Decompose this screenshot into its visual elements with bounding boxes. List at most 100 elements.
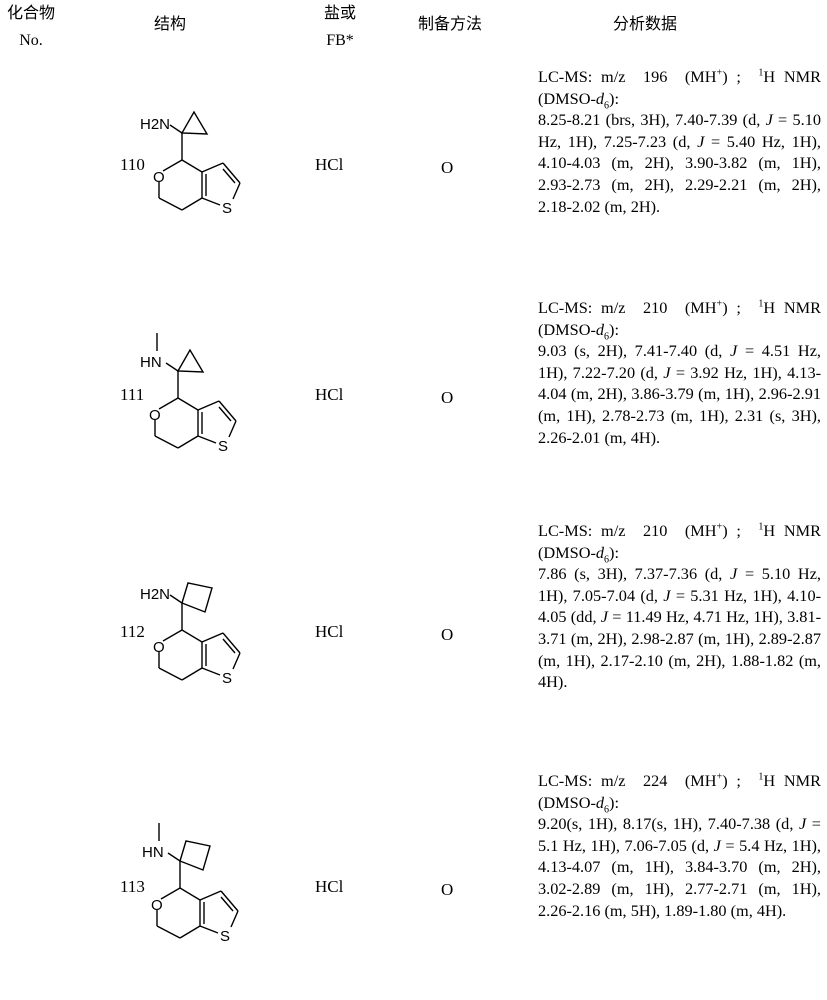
- solvent-d: d: [596, 320, 604, 339]
- bond: [163, 630, 182, 641]
- nmr-peaks: 9.03 (s, 2H), 7.41-7.40 (d, J = 4.51 Hz,…: [538, 340, 821, 448]
- bond: [159, 198, 182, 210]
- amino-group: H2N: [140, 586, 170, 603]
- bond: [182, 160, 202, 172]
- solvent-d: d: [596, 543, 604, 562]
- bond: [168, 853, 180, 861]
- bond: [178, 436, 198, 448]
- mh-label: (MH: [667, 771, 716, 790]
- methylamino-group: HN: [140, 354, 162, 371]
- mh-label: (MH: [667, 521, 716, 540]
- bond: [180, 926, 200, 938]
- header-text: FB*: [315, 27, 365, 54]
- lcms-label: LC-MS: m/z: [538, 521, 643, 540]
- sulfur-atom: S: [218, 438, 228, 455]
- cyclopropane-ring: [182, 112, 207, 134]
- nmr-peaks: 7.86 (s, 3H), 7.37-7.36 (d, J = 5.10 Hz,…: [538, 563, 821, 693]
- bond: [202, 668, 220, 675]
- separator: ) ;: [722, 298, 758, 317]
- bond: [182, 198, 202, 210]
- bond: [182, 630, 202, 642]
- chemical-structure: O S HN: [128, 331, 278, 461]
- bond: [163, 160, 182, 171]
- bond: [155, 436, 178, 448]
- bond: [161, 888, 180, 899]
- separator: ) ;: [722, 67, 758, 86]
- bond: [170, 125, 182, 133]
- bond: [198, 401, 219, 410]
- oxygen-atom: O: [153, 169, 165, 186]
- header-text: 化合物: [0, 0, 62, 27]
- bond: [233, 183, 240, 199]
- bond: [231, 911, 238, 927]
- lcms-line: LC-MS: m/z 224 (MH+) ; 1H NMR (DMSO-d6):: [538, 771, 821, 812]
- bond: [200, 926, 218, 933]
- header-text: No.: [0, 27, 62, 54]
- bond: [233, 653, 240, 669]
- bond: [159, 398, 178, 409]
- header-compound-no: 化合物 No.: [0, 0, 62, 54]
- bond: [178, 398, 198, 410]
- lcms-label: LC-MS: m/z: [538, 771, 643, 790]
- lcms-line: LC-MS: m/z 210 (MH+) ; 1H NMR (DMSO-d6):: [538, 298, 821, 339]
- header-text: 盐或: [315, 0, 365, 27]
- salt-form: HCl: [315, 877, 343, 897]
- mz-value: 196: [643, 67, 667, 86]
- bond: [166, 363, 178, 371]
- cyclopropane-ring: [178, 350, 203, 372]
- oxygen-atom: O: [149, 407, 161, 424]
- separator: ) ;: [722, 521, 758, 540]
- preparation-method: O: [441, 880, 453, 900]
- solvent-d: d: [596, 89, 604, 108]
- cyclobutane-ring: [180, 841, 210, 870]
- lcms-line: LC-MS: m/z 210 (MH+) ; 1H NMR (DMSO-d6):: [538, 521, 821, 562]
- sulfur-atom: S: [220, 928, 230, 945]
- preparation-method: O: [441, 388, 453, 408]
- preparation-method: O: [441, 158, 453, 178]
- methylamino-group: HN: [142, 844, 164, 861]
- lcms-label: LC-MS: m/z: [538, 298, 643, 317]
- mh-label: (MH: [667, 67, 716, 86]
- sulfur-atom: S: [222, 200, 232, 217]
- salt-form: HCl: [315, 385, 343, 405]
- header-salt: 盐或 FB*: [315, 0, 365, 54]
- bond: [180, 888, 200, 900]
- header-analysis: 分析数据: [590, 11, 700, 38]
- sulfur-atom: S: [222, 670, 232, 687]
- salt-form: HCl: [315, 155, 343, 175]
- mz-value: 210: [643, 298, 667, 317]
- separator: ) ;: [722, 771, 758, 790]
- analysis-data: LC-MS: m/z 210 (MH+) ; 1H NMR (DMSO-d6):…: [538, 520, 821, 693]
- mz-value: 224: [643, 771, 667, 790]
- bond: [159, 668, 182, 680]
- bond: [170, 595, 182, 603]
- mh-label: (MH: [667, 298, 716, 317]
- nmr-close: ):: [609, 543, 619, 562]
- chemical-structure: O S H2N: [132, 563, 282, 693]
- oxygen-atom: O: [153, 639, 165, 656]
- nmr-peaks: 9.20(s, 1H), 8.17(s, 1H), 7.40-7.38 (d, …: [538, 813, 821, 921]
- chemical-structure: O S HN: [130, 821, 280, 951]
- salt-form: HCl: [315, 622, 343, 642]
- nmr-close: ):: [609, 793, 619, 812]
- bond: [229, 421, 236, 437]
- solvent-d: d: [596, 793, 604, 812]
- mz-value: 210: [643, 521, 667, 540]
- bond: [198, 436, 216, 443]
- lcms-label: LC-MS: m/z: [538, 67, 643, 86]
- bond: [202, 198, 220, 205]
- bond: [200, 891, 221, 900]
- header-structure: 结构: [130, 11, 210, 38]
- nmr-close: ):: [609, 89, 619, 108]
- analysis-data: LC-MS: m/z 224 (MH+) ; 1H NMR (DMSO-d6):…: [538, 770, 821, 921]
- cyclobutane-ring: [182, 583, 212, 612]
- lcms-line: LC-MS: m/z 196 (MH+) ; 1H NMR (DMSO-d6):: [538, 67, 821, 108]
- bond: [202, 163, 223, 172]
- bond: [157, 926, 180, 938]
- analysis-data: LC-MS: m/z 210 (MH+) ; 1H NMR (DMSO-d6):…: [538, 297, 821, 448]
- bond: [182, 668, 202, 680]
- amino-group: H2N: [140, 116, 170, 133]
- oxygen-atom: O: [151, 897, 163, 914]
- bond: [202, 633, 223, 642]
- nmr-peaks: 8.25-8.21 (brs, 3H), 7.40-7.39 (d, J = 5…: [538, 109, 821, 217]
